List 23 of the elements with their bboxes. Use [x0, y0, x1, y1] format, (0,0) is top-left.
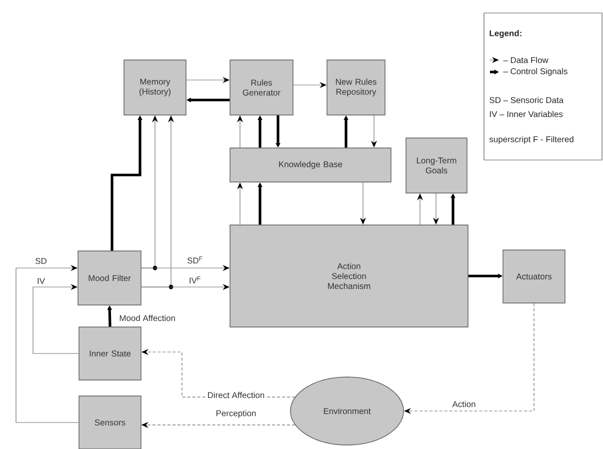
process-box: Long-Term Goals [406, 138, 468, 194]
process-box: Actuators [502, 250, 566, 304]
legend-text: Legend: [490, 30, 522, 38]
process-box: Action Selection Mechanism [230, 224, 468, 328]
edge-label: IV$^{F}$ [188, 276, 202, 284]
legend-text: – Data Flow [503, 56, 548, 64]
process-box: New Rules Repository [326, 60, 386, 116]
edge-label: IV [36, 277, 46, 285]
legend-text: – Control Signals [503, 68, 568, 76]
process-box: Sensors [78, 396, 142, 449]
ellipse-node: Environment [290, 376, 404, 446]
process-box: Inner State [78, 326, 142, 380]
legend-text: superscript F - Filtered [489, 136, 574, 144]
legend-text: SD – Sensoric Data [490, 96, 564, 104]
arrow [32, 284, 79, 354]
legend-text: IV – Inner Variables [490, 110, 563, 118]
process-box: Memory (History) [124, 60, 186, 116]
process-box: Mood Filter [78, 250, 142, 306]
edge-label: Perception [214, 409, 258, 419]
arrow [16, 264, 79, 423]
edge-label: SD$^{F}$ [186, 256, 204, 264]
process-box: Knowledge Base [230, 148, 392, 182]
process-box: Rules Generator [230, 60, 294, 116]
